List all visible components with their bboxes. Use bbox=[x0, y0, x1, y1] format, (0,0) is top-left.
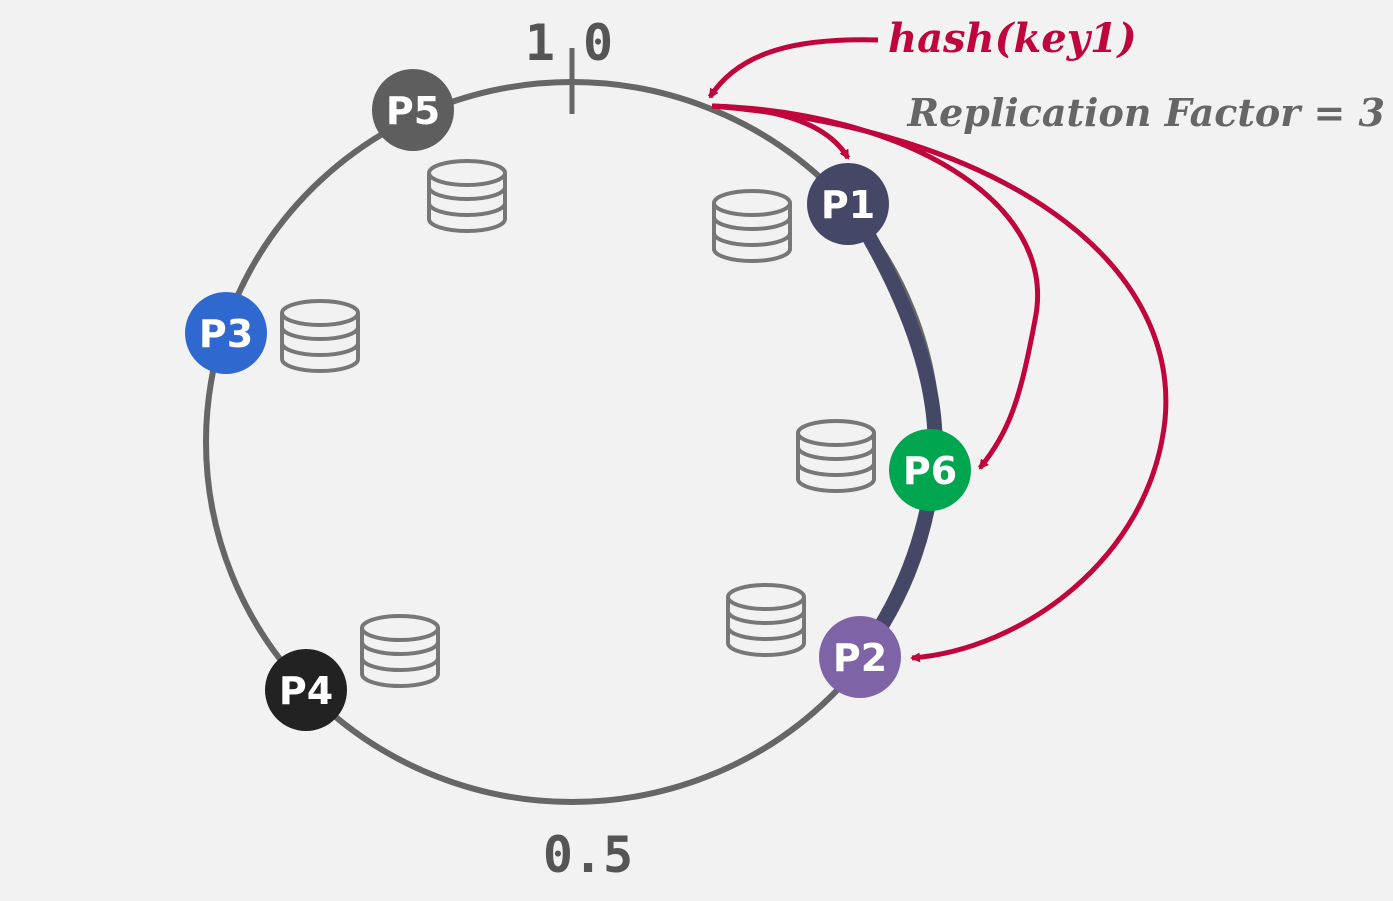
replica-arrow-p2 bbox=[711, 103, 1169, 663]
node-p3: P3 bbox=[185, 292, 267, 374]
database-icon bbox=[360, 614, 440, 688]
svg-text:P4: P4 bbox=[279, 669, 333, 713]
database-icon bbox=[280, 299, 360, 373]
ring-label-zero: 0 bbox=[583, 14, 613, 72]
node-p6: P6 bbox=[889, 429, 971, 511]
replica-arrow-p6 bbox=[711, 103, 1040, 470]
hash-arrow bbox=[707, 37, 879, 99]
svg-text:P3: P3 bbox=[199, 312, 253, 356]
node-p1: P1 bbox=[807, 163, 889, 245]
svg-text:P6: P6 bbox=[903, 449, 957, 493]
ring-label-half: 0.5 bbox=[543, 826, 633, 884]
node-p5: P5 bbox=[372, 69, 454, 151]
database-icon bbox=[726, 583, 806, 657]
database-icon bbox=[712, 189, 792, 263]
svg-text:P5: P5 bbox=[386, 89, 440, 133]
database-icon bbox=[796, 419, 876, 493]
hash-key-label: hash(key1) bbox=[888, 15, 1137, 62]
svg-text:P1: P1 bbox=[821, 183, 875, 227]
node-p2: P2 bbox=[819, 616, 901, 698]
ring-label-one: 1 bbox=[525, 14, 555, 72]
replication-factor-label: Replication Factor = 3 bbox=[907, 90, 1385, 135]
svg-text:P2: P2 bbox=[833, 636, 887, 680]
database-icon bbox=[427, 159, 507, 233]
node-p4: P4 bbox=[265, 649, 347, 731]
